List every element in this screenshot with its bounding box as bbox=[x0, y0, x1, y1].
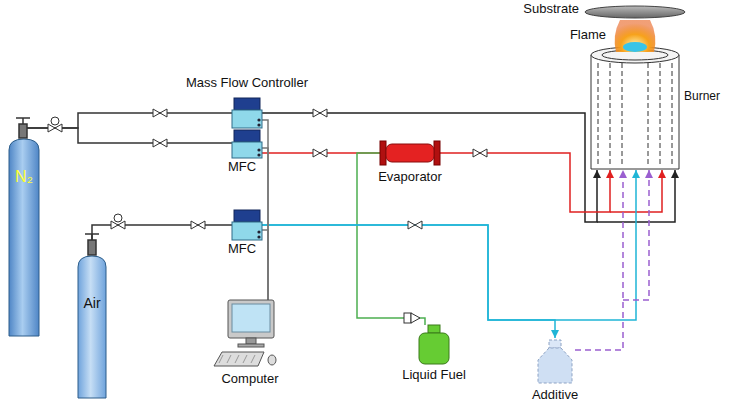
node-label: Mass Flow Controller bbox=[186, 76, 308, 91]
arrow-head bbox=[632, 170, 640, 178]
gas-cylinder-outline bbox=[77, 255, 107, 400]
node-label: Flame bbox=[570, 28, 606, 43]
node-label: Substrate bbox=[523, 2, 579, 17]
node-label: MFC bbox=[228, 242, 256, 257]
arrow-head bbox=[658, 170, 666, 178]
arrow-head bbox=[593, 170, 601, 178]
additive-bottle-outline bbox=[535, 338, 575, 386]
mass-flow-controller-outline bbox=[232, 210, 262, 240]
node-label: Computer bbox=[221, 372, 278, 387]
additive-bottle: Additive bbox=[535, 338, 575, 386]
mass-flow-controller: MFC bbox=[232, 210, 262, 240]
pipe-line bbox=[262, 120, 268, 300]
flow-connector bbox=[262, 225, 559, 338]
flame-outline bbox=[612, 18, 658, 52]
flow-connector bbox=[23, 113, 232, 138]
computer-icon: Computer bbox=[214, 300, 286, 370]
node-label: N₂ bbox=[15, 168, 33, 186]
pipe-line bbox=[262, 225, 555, 338]
node-label: MFC bbox=[228, 160, 256, 175]
node-label: Evaporator bbox=[378, 170, 442, 185]
flow-connector bbox=[575, 170, 653, 350]
fuel-nozzle bbox=[404, 313, 420, 323]
pipe-line bbox=[262, 170, 636, 320]
flow-connector bbox=[262, 120, 268, 300]
arrow-head bbox=[619, 170, 627, 178]
flow-connector bbox=[262, 148, 268, 300]
arrow-head bbox=[671, 170, 679, 178]
hand-valve bbox=[153, 109, 487, 229]
arrow-head bbox=[645, 170, 653, 178]
gas-cylinder: Air bbox=[77, 255, 107, 400]
flame: Flame bbox=[612, 18, 658, 52]
pipe-line bbox=[262, 148, 268, 300]
substrate: Substrate bbox=[585, 6, 685, 18]
pressure-regulator bbox=[48, 117, 125, 229]
burner-outline bbox=[590, 45, 680, 170]
pipe-line bbox=[262, 113, 597, 222]
pipe-line bbox=[440, 153, 610, 212]
fuel-bottle-outline bbox=[418, 325, 450, 365]
pipe-line bbox=[92, 225, 232, 255]
evaporator-outline bbox=[380, 140, 440, 166]
mass-flow-controller: MFC bbox=[232, 130, 262, 158]
node-label: Liquid Fuel bbox=[402, 368, 466, 383]
pipe-line bbox=[623, 170, 649, 300]
pipe-line bbox=[23, 113, 232, 138]
mass-flow-controller: Mass Flow Controller bbox=[232, 98, 262, 128]
computer-icon-outline bbox=[214, 300, 286, 370]
node-label: Air bbox=[83, 295, 100, 311]
node-label: Burner bbox=[684, 90, 720, 104]
gas-cylinder: N₂ bbox=[8, 138, 40, 338]
mass-flow-controller-outline bbox=[232, 130, 262, 158]
arrow-head bbox=[551, 330, 559, 338]
burner: Burner bbox=[590, 45, 680, 170]
mass-flow-controller-outline bbox=[232, 98, 262, 128]
substrate-outline bbox=[585, 6, 685, 18]
arrow-head bbox=[606, 170, 614, 178]
flow-connector bbox=[262, 230, 268, 300]
pipe-line bbox=[575, 170, 623, 350]
flow-connector bbox=[262, 170, 640, 320]
fuel-bottle: Liquid Fuel bbox=[418, 325, 450, 365]
flow-connector bbox=[92, 225, 232, 255]
pipe-line bbox=[262, 230, 268, 300]
pipe-line bbox=[23, 128, 232, 143]
evaporator: Evaporator bbox=[380, 140, 440, 166]
node-label: Additive bbox=[532, 388, 578, 403]
flow-connector bbox=[23, 128, 232, 143]
